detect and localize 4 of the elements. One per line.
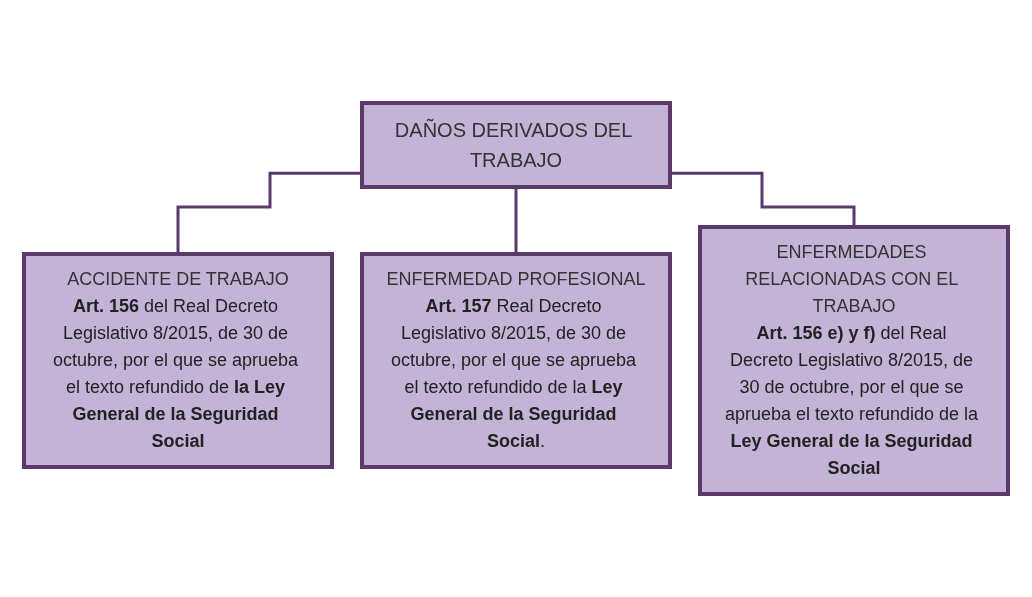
node-box: ENFERMEDAD PROFESIONAL Art. 157 Real Decreto Legislativo 8/2015, de 30 de octubre, por el que se aprueba el texto refundido de la Ley General de la Seguridad Social. — [360, 252, 672, 469]
node-box: ACCIDENTE DE TRABAJO Art. 156 del Real Decreto Legislativo 8/2015, de 30 de octubre, por el que se aprueba el texto refundido de la Ley General de la Seguridad Social — [22, 252, 334, 469]
node-box: DAÑOS DERIVADOS DEL TRABAJO — [360, 101, 672, 189]
node-box: ENFERMEDADES RELACIONADAS CON EL TRABAJO Art. 156 e) y f) del Real Decreto Legislativo 8/2015, de 30 de octubre, por el que se aprueba el texto refundido de la Ley General de la Seguridad Social — [698, 225, 1010, 496]
